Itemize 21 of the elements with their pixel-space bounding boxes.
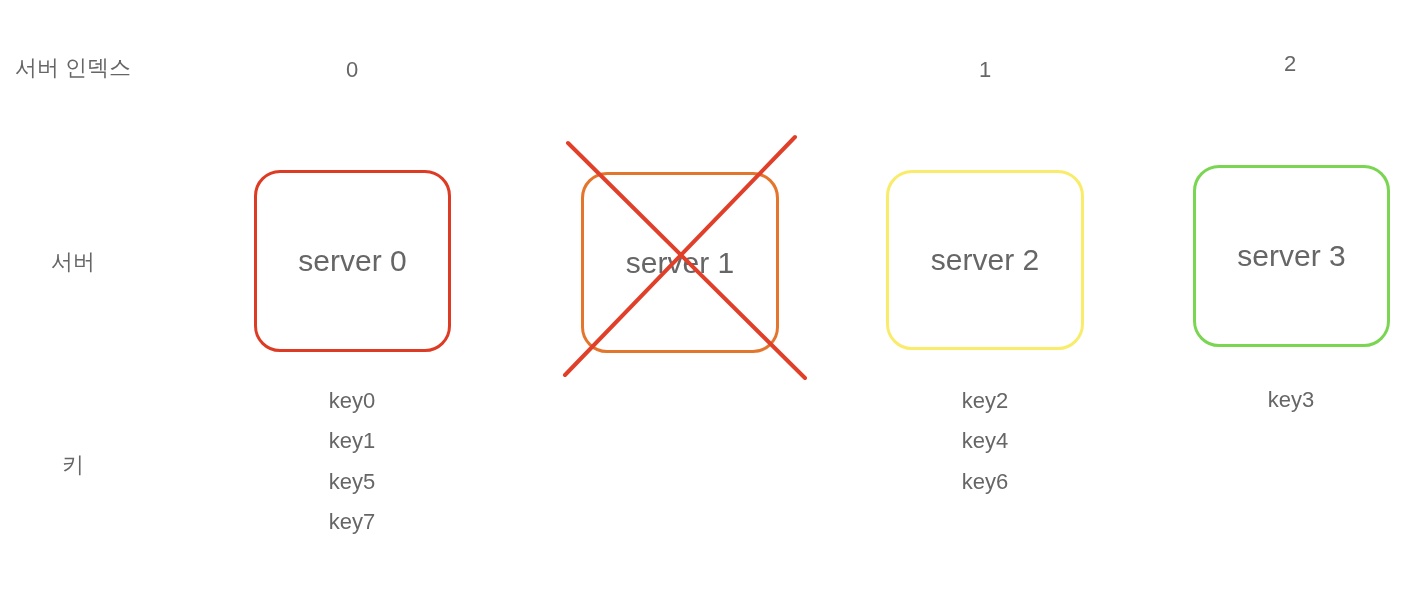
index-number: 0 bbox=[345, 57, 359, 83]
server-box bbox=[254, 170, 451, 352]
index-number: 1 bbox=[978, 57, 992, 83]
key-label: key3 bbox=[1267, 387, 1315, 413]
key-label: key6 bbox=[961, 469, 1009, 495]
key-label: key4 bbox=[961, 428, 1009, 454]
server-box bbox=[1193, 165, 1390, 347]
key-label: key0 bbox=[328, 388, 376, 414]
key-label: key7 bbox=[328, 509, 376, 535]
row-heading: 키 bbox=[62, 451, 84, 479]
server-name: server 3 bbox=[1237, 239, 1346, 273]
row-heading: 서버 bbox=[51, 248, 95, 276]
key-label: key2 bbox=[961, 388, 1009, 414]
server-name: server 0 bbox=[298, 244, 407, 278]
row-heading: 서버 인덱스 bbox=[14, 54, 132, 82]
server-box bbox=[581, 172, 779, 353]
server-box bbox=[886, 170, 1084, 350]
index-number: 2 bbox=[1283, 51, 1297, 77]
key-label: key5 bbox=[328, 469, 376, 495]
server-name: server 2 bbox=[930, 243, 1040, 277]
key-label: key1 bbox=[328, 428, 376, 454]
